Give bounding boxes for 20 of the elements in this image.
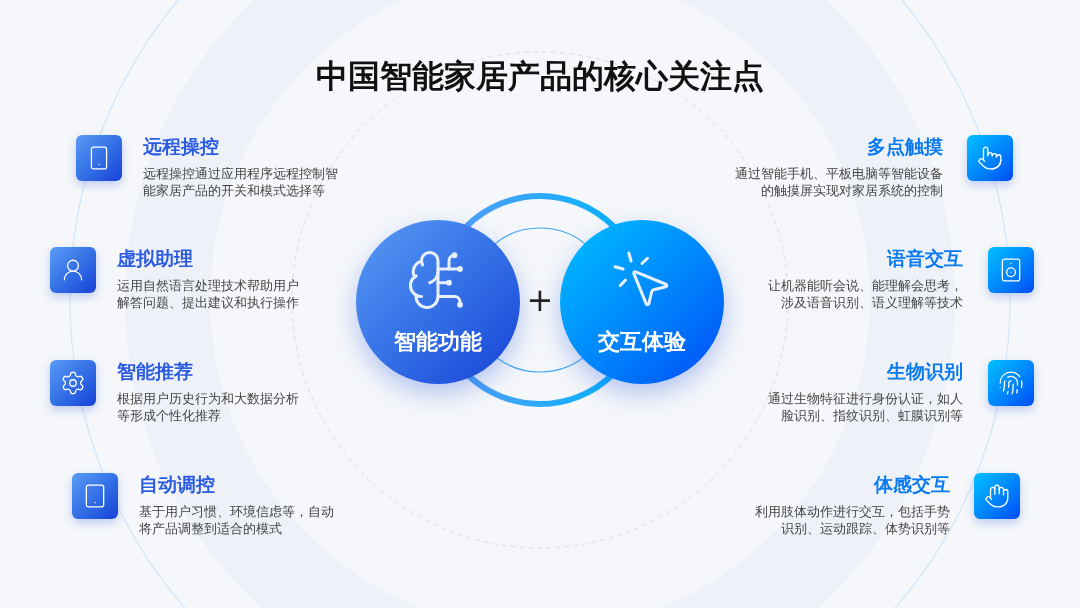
item-description: 通过生物特征进行身份认证，如人脸识别、指纹识别、虹膜识别等 — [767, 390, 963, 424]
item-heading: 智能推荐 — [117, 359, 193, 383]
item-heading: 远程操控 — [143, 134, 219, 158]
item-description: 基于用户习惯、环境信虑等，自动将产品调整到适合的模式 — [139, 503, 335, 537]
item-heading: 体感交互 — [874, 472, 950, 496]
item-description: 通过智能手机、平板电脑等智能设备的触摸屏实现对家居系统的控制 — [734, 165, 943, 199]
node-label: 交互体验 — [598, 327, 686, 356]
item-description: 让机器能听会说、能理解会思考，涉及语音识别、语义理解等技术 — [767, 277, 963, 311]
item-description: 运用自然语言处理技术帮助用户解答问题、提出建议和执行操作 — [117, 277, 300, 311]
plus-sign: + — [525, 283, 555, 317]
item-description: 远程操控通过应用程序远程控制智能家居产品的开关和模式选择等 — [143, 165, 339, 199]
item-description: 根据用户历史行为和大数据分析等形成个性化推荐 — [117, 390, 300, 424]
item-heading: 多点触摸 — [867, 134, 943, 158]
title: 中国智能家居产品的核心关注点 — [315, 56, 765, 97]
item-heading: 自动调控 — [139, 472, 215, 496]
item-heading: 生物识别 — [887, 359, 963, 383]
node-label: 智能功能 — [394, 327, 482, 356]
item-description: 利用肢体动作进行交互，包括手势识别、运动跟踪、体势识别等 — [754, 503, 950, 537]
item-heading: 语音交互 — [887, 246, 963, 270]
item-heading: 虚拟助理 — [117, 246, 193, 270]
